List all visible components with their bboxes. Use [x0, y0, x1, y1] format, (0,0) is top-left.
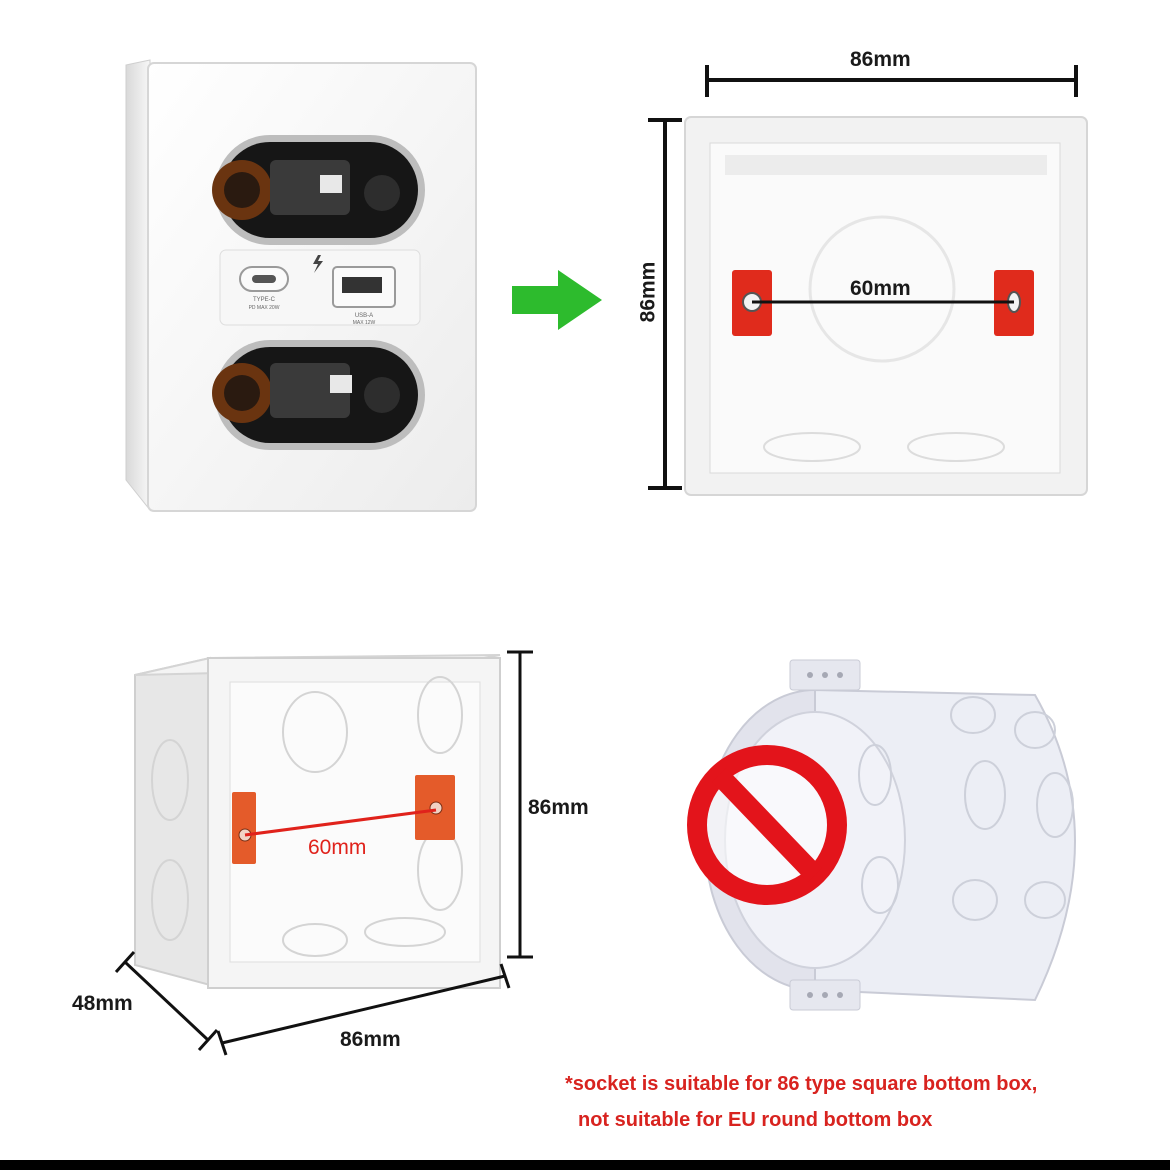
usb-a-label: USB-A — [355, 313, 373, 319]
usb-c-rating: PD MAX 20W — [249, 305, 280, 311]
box-perspective-illustration — [114, 650, 533, 1056]
box-front-illustration — [648, 65, 1088, 496]
box-perspective-screw-spacing-label: 60mm — [308, 836, 367, 859]
socket-panel: TYPE-C PD MAX 20W USB-A MAX 12W — [120, 55, 480, 515]
box-perspective-width-label: 86mm — [340, 1028, 401, 1051]
box-perspective-height-label: 86mm — [528, 796, 589, 819]
arrow-right-icon — [510, 268, 605, 333]
socket-panel-illustration: TYPE-C PD MAX 20W USB-A MAX 12W — [125, 59, 477, 512]
eu-round-box-view — [675, 655, 1125, 1025]
box-front-height-label: 86mm — [636, 261, 660, 323]
prohibited-icon — [687, 745, 847, 905]
box-front-width-label: 86mm — [850, 48, 911, 71]
usb-a-rating: MAX 12W — [353, 320, 376, 326]
box-front-view: 86mm 86mm 60mm — [636, 48, 1100, 505]
compatibility-note-line1: *socket is suitable for 86 type square b… — [565, 1073, 1038, 1095]
eu-round-box-illustration — [687, 659, 1076, 1011]
usb-c-label: TYPE-C — [253, 297, 276, 303]
box-perspective-depth-label: 48mm — [72, 992, 133, 1015]
compatibility-note-line2: not suitable for EU round bottom box — [578, 1109, 933, 1131]
box-perspective-view: 86mm 48mm 86mm 60mm — [60, 640, 620, 1070]
bottom-bar — [0, 1160, 1170, 1170]
box-front-screw-spacing-label: 60mm — [850, 277, 911, 300]
